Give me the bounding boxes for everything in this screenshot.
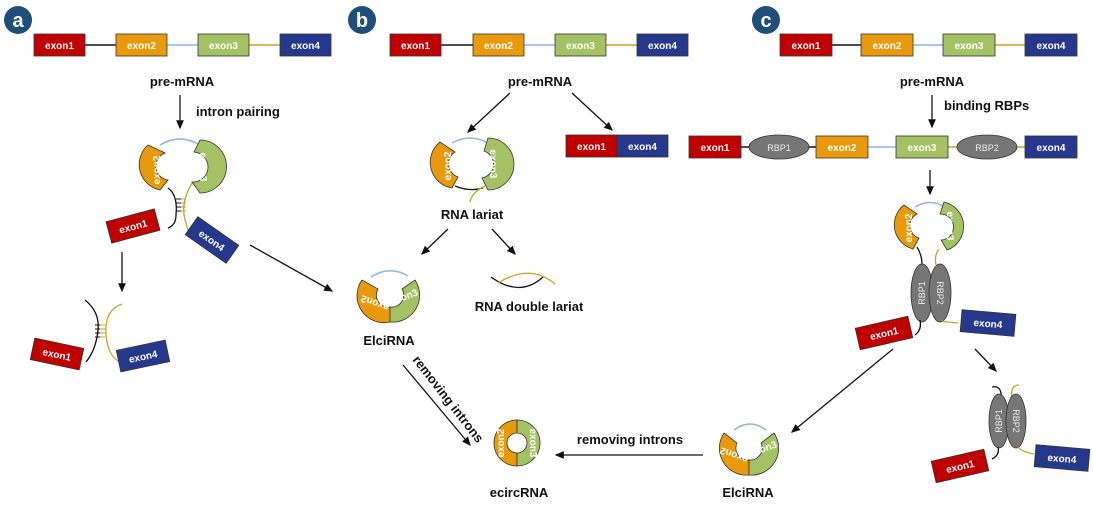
arrow-to-linear xyxy=(571,92,613,131)
pre-mrna-label-b: pre-mRNA xyxy=(508,74,573,89)
intron-pairing-label: intron pairing xyxy=(196,104,280,119)
linear-exon1-exon4: exon1 exon4 xyxy=(565,134,669,158)
exon4-label: exon4 xyxy=(648,41,677,52)
exon4-label: exon4 xyxy=(1047,453,1077,467)
rbp2-label: RBP2 xyxy=(935,281,945,305)
panel-c: c exon1 exon2 exon3 exon4 pre-mRNA bindi… xyxy=(554,6,1091,500)
arrow-to-ecircrna xyxy=(402,364,471,446)
panel-letter-c: c xyxy=(760,10,771,32)
exon4-label: exon4 xyxy=(291,41,320,52)
rbp1 xyxy=(748,134,810,160)
exon3-arc-label: exon3 xyxy=(197,153,208,182)
elcirna-label-c: ElciRNA xyxy=(722,485,774,500)
exon2-label: exon2 xyxy=(828,143,857,154)
exon1-label: exon1 xyxy=(701,143,730,154)
exon3-arc-label: exon3 xyxy=(527,429,538,458)
exon2-label: exon2 xyxy=(127,41,156,52)
arrow-to-lariat xyxy=(467,92,511,133)
exon1-label: exon1 xyxy=(577,142,606,153)
rbp2 xyxy=(956,134,1018,160)
rbp1-label: RBP1 xyxy=(767,143,791,153)
exon3-box xyxy=(197,33,250,57)
exon3-arc-label: exon3 xyxy=(944,212,955,241)
pre-mrna-label-a: pre-mRNA xyxy=(150,74,215,89)
binding-rbps-label: binding RBPs xyxy=(944,98,1029,113)
exon2-arc-label: exon2 xyxy=(443,151,454,180)
exon3-arc-label: exon3 xyxy=(487,150,498,179)
removing-introns-label-b: removing introns xyxy=(410,353,487,446)
exon3-label: exon3 xyxy=(566,41,595,52)
exon2-arc-label: exon2 xyxy=(152,155,163,184)
exon3-label: exon3 xyxy=(908,143,937,154)
panel-badge-a xyxy=(4,6,32,34)
ecircrna-label: ecircRNA xyxy=(490,485,549,500)
exon4-label: exon4 xyxy=(1037,143,1066,154)
rbp1-label: RBP1 xyxy=(917,281,927,305)
rbp2-label: RBP2 xyxy=(975,143,999,153)
rbp2-label: RBP2 xyxy=(1011,409,1021,433)
elcirna-label-b: ElciRNA xyxy=(363,333,415,348)
backsplice-pairing: exon1 exon4 xyxy=(29,299,171,373)
exon1-box xyxy=(33,33,86,57)
arrow-to-elcirna xyxy=(790,348,894,433)
panel-badge-b xyxy=(348,6,376,34)
rna-lariat-label: RNA lariat xyxy=(441,207,504,222)
exon3-label: exon3 xyxy=(955,41,984,52)
pre-mrna-c: exon1 exon2 exon3 exon4 xyxy=(779,33,1078,57)
exon2-arc xyxy=(138,144,169,191)
pre-mrna-with-rbps: exon1 RBP1 exon2 exon3 RBP2 exon4 xyxy=(688,134,1078,160)
exon4-box xyxy=(279,33,332,57)
exon2-arc-label: exon2 xyxy=(904,213,915,242)
exon2-label: exon2 xyxy=(873,41,902,52)
pre-mrna-label-c: pre-mRNA xyxy=(900,74,965,89)
elcirna-b: exon2 exon3 xyxy=(356,270,421,324)
arrow-to-elcirna xyxy=(421,228,449,255)
exon4-label: exon4 xyxy=(973,318,1003,332)
arrow-to-linear xyxy=(974,348,997,372)
panel-b: b exon1 exon2 exon3 exon4 pre-mRNA exon1… xyxy=(348,6,689,500)
arrow-to-elcirna xyxy=(249,244,334,292)
rna-double-lariat xyxy=(490,272,556,289)
exon2-arc-label: exon2 xyxy=(496,428,507,457)
exon1-label: exon1 xyxy=(45,41,74,52)
ecircrna: exon2 exon3 xyxy=(493,419,541,467)
exon1-label: exon1 xyxy=(401,41,430,52)
exon4-label: exon4 xyxy=(628,142,657,153)
removing-introns-label-c: removing introns xyxy=(577,432,683,447)
intron-paired-structure: exon2 exon3 exon1 exon4 xyxy=(105,138,240,264)
arrow-to-double-lariat xyxy=(491,228,516,255)
pre-mrna-a: exon1 exon2 exon3 exon4 xyxy=(33,33,332,57)
exon2-label: exon2 xyxy=(484,41,513,52)
panel-badge-c xyxy=(752,6,780,34)
exon3-arc xyxy=(191,139,227,194)
rbp-bridged-structure: exon2 exon3 RBP1 RBP2 exon1 exon4 xyxy=(854,201,1017,351)
double-lariat-label: RNA double lariat xyxy=(475,299,584,314)
rna-lariat: exon2 exon3 xyxy=(429,137,515,203)
pre-mrna-b: exon1 exon2 exon3 exon4 xyxy=(389,33,689,57)
rbp-linear-product: RBP1 RBP2 exon1 exon4 xyxy=(930,384,1091,484)
exon2-box xyxy=(115,33,168,57)
exon3-label: exon3 xyxy=(209,41,238,52)
exon4-label: exon4 xyxy=(1037,41,1066,52)
panel-a: a exon1 exon2 exon3 exon4 pre-mRNA intro… xyxy=(4,6,334,373)
panel-letter-a: a xyxy=(12,10,24,32)
elcirna-c: exon2 exon3 xyxy=(718,423,780,476)
panel-letter-b: b xyxy=(356,10,368,32)
exon1-label: exon1 xyxy=(792,41,821,52)
rbp1-label: RBP1 xyxy=(994,409,1004,433)
